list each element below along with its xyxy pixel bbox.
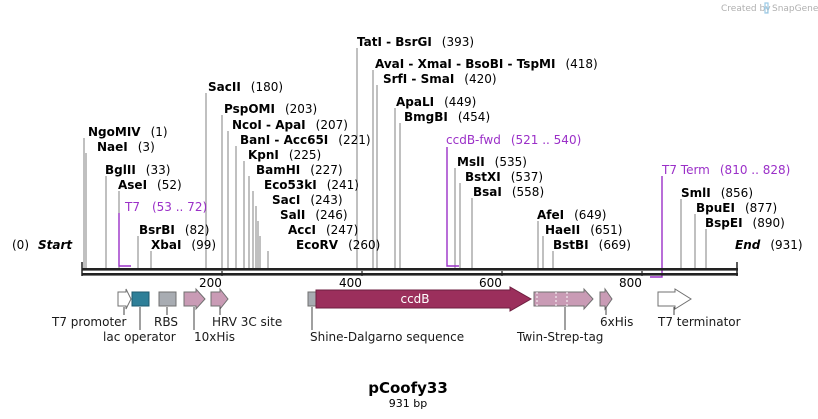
site-label-bstbi: BstBI(669) bbox=[553, 238, 631, 252]
feature-ccdb bbox=[315, 286, 533, 312]
feature-t7-promoter bbox=[117, 288, 132, 310]
end-marker: End(931) bbox=[735, 238, 803, 252]
site-label-bamhi: BamHI(227) bbox=[256, 163, 343, 177]
site-label-msli: MslI(535) bbox=[457, 155, 527, 169]
site-label-bspei: BspEI(890) bbox=[705, 216, 785, 230]
feature-label-t7-promoter: T7 promoter bbox=[51, 315, 127, 329]
feature-hrv-3c-site bbox=[210, 287, 229, 311]
map-length: 931 bp bbox=[389, 397, 427, 410]
primer-line-ccdb-fwd bbox=[446, 147, 459, 267]
primer-labels: T7(53 .. 72) ccdB-fwd(521 .. 540) T7 Ter… bbox=[124, 133, 790, 214]
site-label-bmgbi: BmgBI(454) bbox=[404, 110, 490, 124]
site-label-haeii: HaeII(651) bbox=[545, 223, 623, 237]
feature-label-6xhis: 6xHis bbox=[600, 315, 633, 329]
feature-leaders bbox=[123, 307, 675, 330]
ruler-tick-200: 200 bbox=[199, 276, 222, 290]
ruler-tick-600: 600 bbox=[479, 276, 502, 290]
site-label-bstxi: BstXI(537) bbox=[465, 170, 543, 184]
site-label-acci: AccI(247) bbox=[288, 223, 358, 237]
feature-label-10xhis: 10xHis bbox=[194, 330, 235, 344]
feature-shine-dalgarno bbox=[307, 291, 317, 307]
site-label-bsrbi: BsrBI(82) bbox=[139, 223, 209, 237]
credit-brand: SnapGene bbox=[772, 4, 818, 14]
site-lines bbox=[83, 48, 707, 268]
site-label-kpni: KpnI(225) bbox=[248, 148, 321, 162]
ccdb-inner-label: ccdB bbox=[400, 292, 429, 306]
primer-line-t7-term bbox=[650, 176, 663, 278]
site-labels: NgoMIV(1) NaeI(3) BglII(33) AseI(52) Bsr… bbox=[88, 35, 785, 252]
feature-t7-terminator bbox=[657, 288, 692, 310]
site-label-sacii: SacII(180) bbox=[208, 80, 283, 94]
feature-twin-strep-tag bbox=[533, 287, 594, 311]
backbone bbox=[81, 262, 738, 276]
feature-label-shine-dalgarno: Shine-Dalgarno sequence bbox=[310, 330, 464, 344]
snapgene-logo-icon bbox=[764, 2, 769, 14]
feature-label-hrv-3c-site: HRV 3C site bbox=[212, 315, 282, 329]
site-label-bani-acc65i: BanI - Acc65I(221) bbox=[240, 133, 371, 147]
start-marker: (0)Start bbox=[12, 238, 73, 252]
feature-label-lac-operator: lac operator bbox=[103, 330, 176, 344]
primer-line-t7 bbox=[118, 213, 131, 267]
site-label-asei: AseI(52) bbox=[118, 178, 182, 192]
feature-10xhis bbox=[183, 287, 206, 311]
ruler-tick-800: 800 bbox=[619, 276, 642, 290]
ruler-tick-400: 400 bbox=[339, 276, 362, 290]
ruler-tick-labels: 200 400 600 800 bbox=[199, 276, 642, 290]
site-label-srfi-smai: SrfI - SmaI(420) bbox=[383, 72, 497, 86]
primer-label-t7: T7(53 .. 72) bbox=[124, 200, 207, 214]
site-label-avai: AvaI - XmaI - BsoBI - TspMI(418) bbox=[375, 57, 598, 71]
feature-labels: T7 promoter lac operator RBS 10xHis HRV … bbox=[51, 315, 741, 344]
site-label-bsai: BsaI(558) bbox=[473, 185, 544, 199]
credit-prefix: Created by bbox=[721, 4, 771, 14]
site-label-eco53ki: Eco53kI(241) bbox=[264, 178, 359, 192]
site-label-tati-bsrgi: TatI - BsrGI(393) bbox=[357, 35, 474, 49]
map-title: pCoofy33 bbox=[368, 379, 448, 397]
site-label-pspomi: PspOMI(203) bbox=[224, 102, 317, 116]
site-label-naei: NaeI(3) bbox=[97, 140, 155, 154]
site-label-ncoi-apai: NcoI - ApaI(207) bbox=[232, 118, 348, 132]
primer-lines bbox=[118, 147, 663, 278]
feature-label-t7-terminator: T7 terminator bbox=[657, 315, 741, 329]
feature-label-twin-strep-tag: Twin-Strep-tag bbox=[516, 330, 603, 344]
site-label-saci: SacI(243) bbox=[272, 193, 343, 207]
primer-label-t7-term: T7 Term(810 .. 828) bbox=[661, 163, 790, 177]
site-label-bglii: BglII(33) bbox=[105, 163, 170, 177]
feature-lac-operator bbox=[131, 291, 150, 307]
feature-rbs bbox=[158, 291, 177, 307]
site-label-apali: ApaLI(449) bbox=[396, 95, 476, 109]
site-label-ecorv: EcoRV(260) bbox=[296, 238, 380, 252]
site-label-afei: AfeI(649) bbox=[537, 208, 606, 222]
primer-label-ccdb-fwd: ccdB-fwd(521 .. 540) bbox=[446, 133, 581, 147]
site-label-bpuei: BpuEI(877) bbox=[696, 201, 777, 215]
feature-label-rbs: RBS bbox=[154, 315, 178, 329]
site-label-sali: SalI(246) bbox=[280, 208, 348, 222]
site-label-smli: SmlI(856) bbox=[681, 186, 753, 200]
site-label-xbai: XbaI(99) bbox=[151, 238, 216, 252]
site-label-ngomiv: NgoMIV(1) bbox=[88, 125, 168, 139]
feature-shapes: ccdB bbox=[117, 286, 692, 312]
feature-6xhis bbox=[599, 287, 613, 311]
